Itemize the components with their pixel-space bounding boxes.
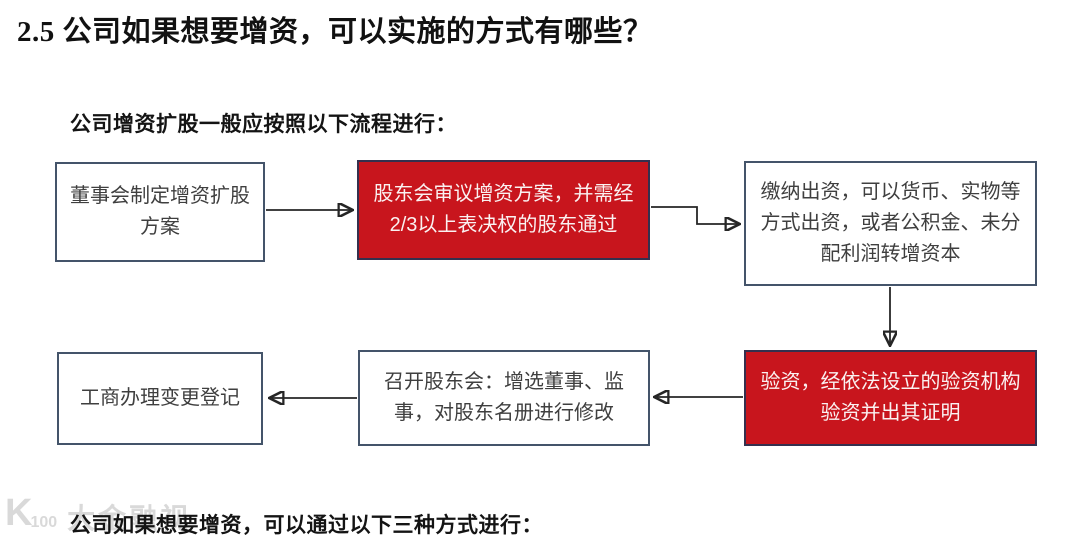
flow-box-meeting-update: 召开股东会：增选董事、监事，对股东名册进行修改 (358, 350, 650, 446)
page-title: 2.5 公司如果想要增资，可以实施的方式有哪些？ (17, 16, 653, 48)
flow-box-capital-verification: 验资，经依法设立的验资机构验资并出其证明 (744, 350, 1037, 446)
flow-box-capital-contribution: 缴纳出资，可以货币、实物等方式出资，或者公积金、未分配利润转增资本 (744, 161, 1037, 286)
watermark-logo-icon: K100 (5, 492, 58, 534)
flow-box-shareholder-approval: 股东会审议增资方案，并需经2/3以上表决权的股东通过 (357, 160, 650, 260)
watermark-text: 大金融视 (67, 503, 192, 534)
flow-box-board-plan: 董事会制定增资扩股方案 (55, 162, 265, 262)
watermark: K100 大金融视 (5, 494, 191, 536)
methods-intro-text: 公司如果想要增资，可以通过以下三种方式进行： (70, 513, 543, 537)
flow-intro-text: 公司增资扩股一般应按照以下流程进行： (70, 112, 457, 136)
flow-box-registration-change: 工商办理变更登记 (57, 352, 263, 445)
flow-box-shareholder-approval-label: 股东会审议增资方案，并需经2/3以上表决权的股东通过 (373, 183, 634, 236)
flow-box-board-plan-label: 董事会制定增资扩股方案 (70, 185, 250, 238)
flow-box-capital-verification-label: 验资，经依法设立的验资机构验资并出其证明 (760, 371, 1021, 424)
flow-box-capital-contribution-label: 缴纳出资，可以货币、实物等方式出资，或者公积金、未分配利润转增资本 (760, 181, 1021, 265)
flow-box-meeting-update-label: 召开股东会：增选董事、监事，对股东名册进行修改 (384, 371, 624, 424)
flow-box-registration-change-label: 工商办理变更登记 (80, 387, 240, 409)
arrow-approval-to-contribution-icon (651, 206, 737, 224)
